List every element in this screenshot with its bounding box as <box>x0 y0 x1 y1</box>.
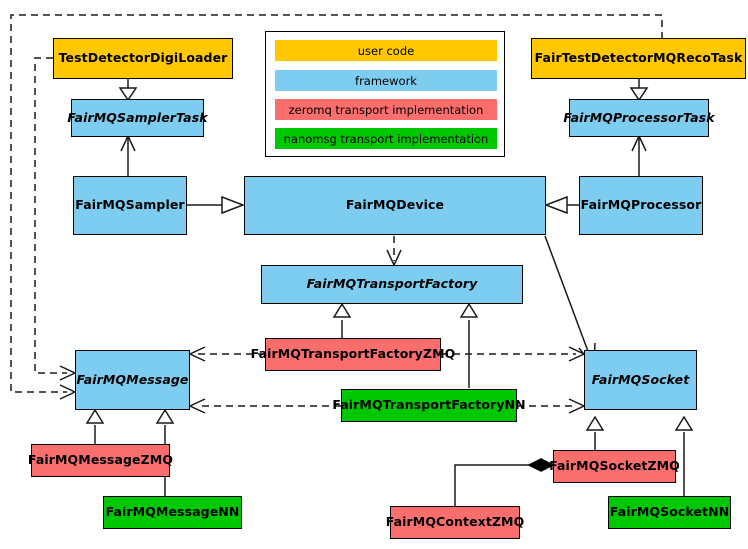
class-label-fairmq-message-zmq: FairMQMessageZMQ <box>27 452 174 468</box>
gen-triangle-tfnn-tf <box>459 302 479 318</box>
arrowhead-digiloader-message <box>59 365 77 381</box>
class-fairmq-socket-nn[interactable]: FairMQSocketNN <box>608 496 731 529</box>
class-label-fairmq-device: FairMQDevice <box>345 197 445 213</box>
class-test-detector-digi-loader[interactable]: TestDetectorDigiLoader <box>53 38 233 79</box>
arrowhead-processor-processortask <box>631 134 647 152</box>
class-label-fairmq-socket-zmq: FairMQSocketZMQ <box>549 458 680 474</box>
class-label-fairmq-sampler: FairMQSampler <box>75 197 185 213</box>
class-label-fairmq-transport-factory-zmq: FairMQTransportFactoryZMQ <box>250 346 456 362</box>
class-fairmq-processor[interactable]: FairMQProcessor <box>579 176 703 235</box>
dependency-digiloader-to-message <box>34 57 67 374</box>
legend-item-user-code: user code <box>275 40 497 61</box>
arrowhead-device-transportfactory <box>386 249 402 267</box>
class-fairmq-socket[interactable]: FairMQSocket <box>584 350 697 410</box>
gen-triangle-messagezmq-message <box>85 408 105 424</box>
class-label-fairmq-sampler-task: FairMQSamplerTask <box>67 109 208 125</box>
gen-triangle-tfzmq-tf <box>332 302 352 318</box>
class-fairmq-message-zmq[interactable]: FairMQMessageZMQ <box>27 444 174 477</box>
gen-triangle-messagenn-message <box>155 408 175 424</box>
legend-label-framework: framework <box>355 73 417 88</box>
legend-item-nanomsg: nanomsg transport implementation <box>275 128 497 149</box>
class-fairmq-transport-factory[interactable]: FairMQTransportFactory <box>261 265 523 304</box>
class-fairmq-sampler[interactable]: FairMQSampler <box>73 176 187 235</box>
class-fairmq-device[interactable]: FairMQDevice <box>244 176 546 235</box>
class-label-fairmq-transport-factory: FairMQTransportFactory <box>306 276 478 292</box>
class-fairmq-transport-factory-zmq[interactable]: FairMQTransportFactoryZMQ <box>251 338 455 371</box>
arrowhead-tfzmq-message <box>188 346 206 362</box>
class-label-test-detector-digi-loader: TestDetectorDigiLoader <box>58 50 228 66</box>
class-label-fairmq-processor-task: FairMQProcessorTask <box>563 109 715 125</box>
legend-item-framework: framework <box>275 70 497 91</box>
assoc-line-device-socket <box>544 235 593 363</box>
class-fairmq-message-nn[interactable]: FairMQMessageNN <box>103 496 242 529</box>
class-label-fairmq-message-nn: FairMQMessageNN <box>105 504 240 520</box>
legend-label-zeromq: zeromq transport implementation <box>288 102 484 117</box>
class-fair-test-detector-mq-reco-task[interactable]: FairTestDetectorMQRecoTask <box>531 38 746 79</box>
legend-label-user-code: user code <box>357 43 415 58</box>
class-fairmq-message[interactable]: FairMQMessage <box>75 350 190 410</box>
class-fairmq-transport-factory-nn[interactable]: FairMQTransportFactoryNN <box>332 389 526 422</box>
class-label-fair-test-detector-mq-reco-task: FairTestDetectorMQRecoTask <box>534 50 743 66</box>
class-label-fairmq-message: FairMQMessage <box>76 371 189 387</box>
class-label-fairmq-context-zmq: FairMQContextZMQ <box>385 514 525 530</box>
class-fairmq-processor-task[interactable]: FairMQProcessorTask <box>563 99 715 137</box>
legend-item-zeromq: zeromq transport implementation <box>275 99 497 120</box>
comp-line-contextzmq-socketzmq <box>454 464 529 506</box>
class-label-fairmq-processor: FairMQProcessor <box>580 197 702 213</box>
gen-triangle-socketnn-socket <box>674 415 694 431</box>
arrowhead-sampler-samplertask <box>120 134 136 152</box>
arrowhead-tfnn-socket <box>568 398 586 414</box>
gen-triangle-sampler-device <box>221 195 246 215</box>
gen-triangle-socketzmq-socket <box>585 415 605 431</box>
class-label-fairmq-socket: FairMQSocket <box>591 371 690 387</box>
arrowhead-recotask-message <box>59 384 77 400</box>
legend-label-nanomsg: nanomsg transport implementation <box>283 131 489 146</box>
class-fairmq-sampler-task[interactable]: FairMQSamplerTask <box>67 99 208 137</box>
class-fairmq-socket-zmq[interactable]: FairMQSocketZMQ <box>549 450 680 483</box>
class-fairmq-context-zmq[interactable]: FairMQContextZMQ <box>386 506 524 539</box>
legend-panel: user code framework zeromq transport imp… <box>265 31 505 157</box>
gen-triangle-processor-device <box>543 195 568 215</box>
arrowhead-tfnn-message <box>188 398 206 414</box>
arrowhead-tfzmq-socket <box>568 346 586 362</box>
class-label-fairmq-socket-nn: FairMQSocketNN <box>609 504 730 520</box>
class-label-fairmq-transport-factory-nn: FairMQTransportFactoryNN <box>332 397 526 413</box>
